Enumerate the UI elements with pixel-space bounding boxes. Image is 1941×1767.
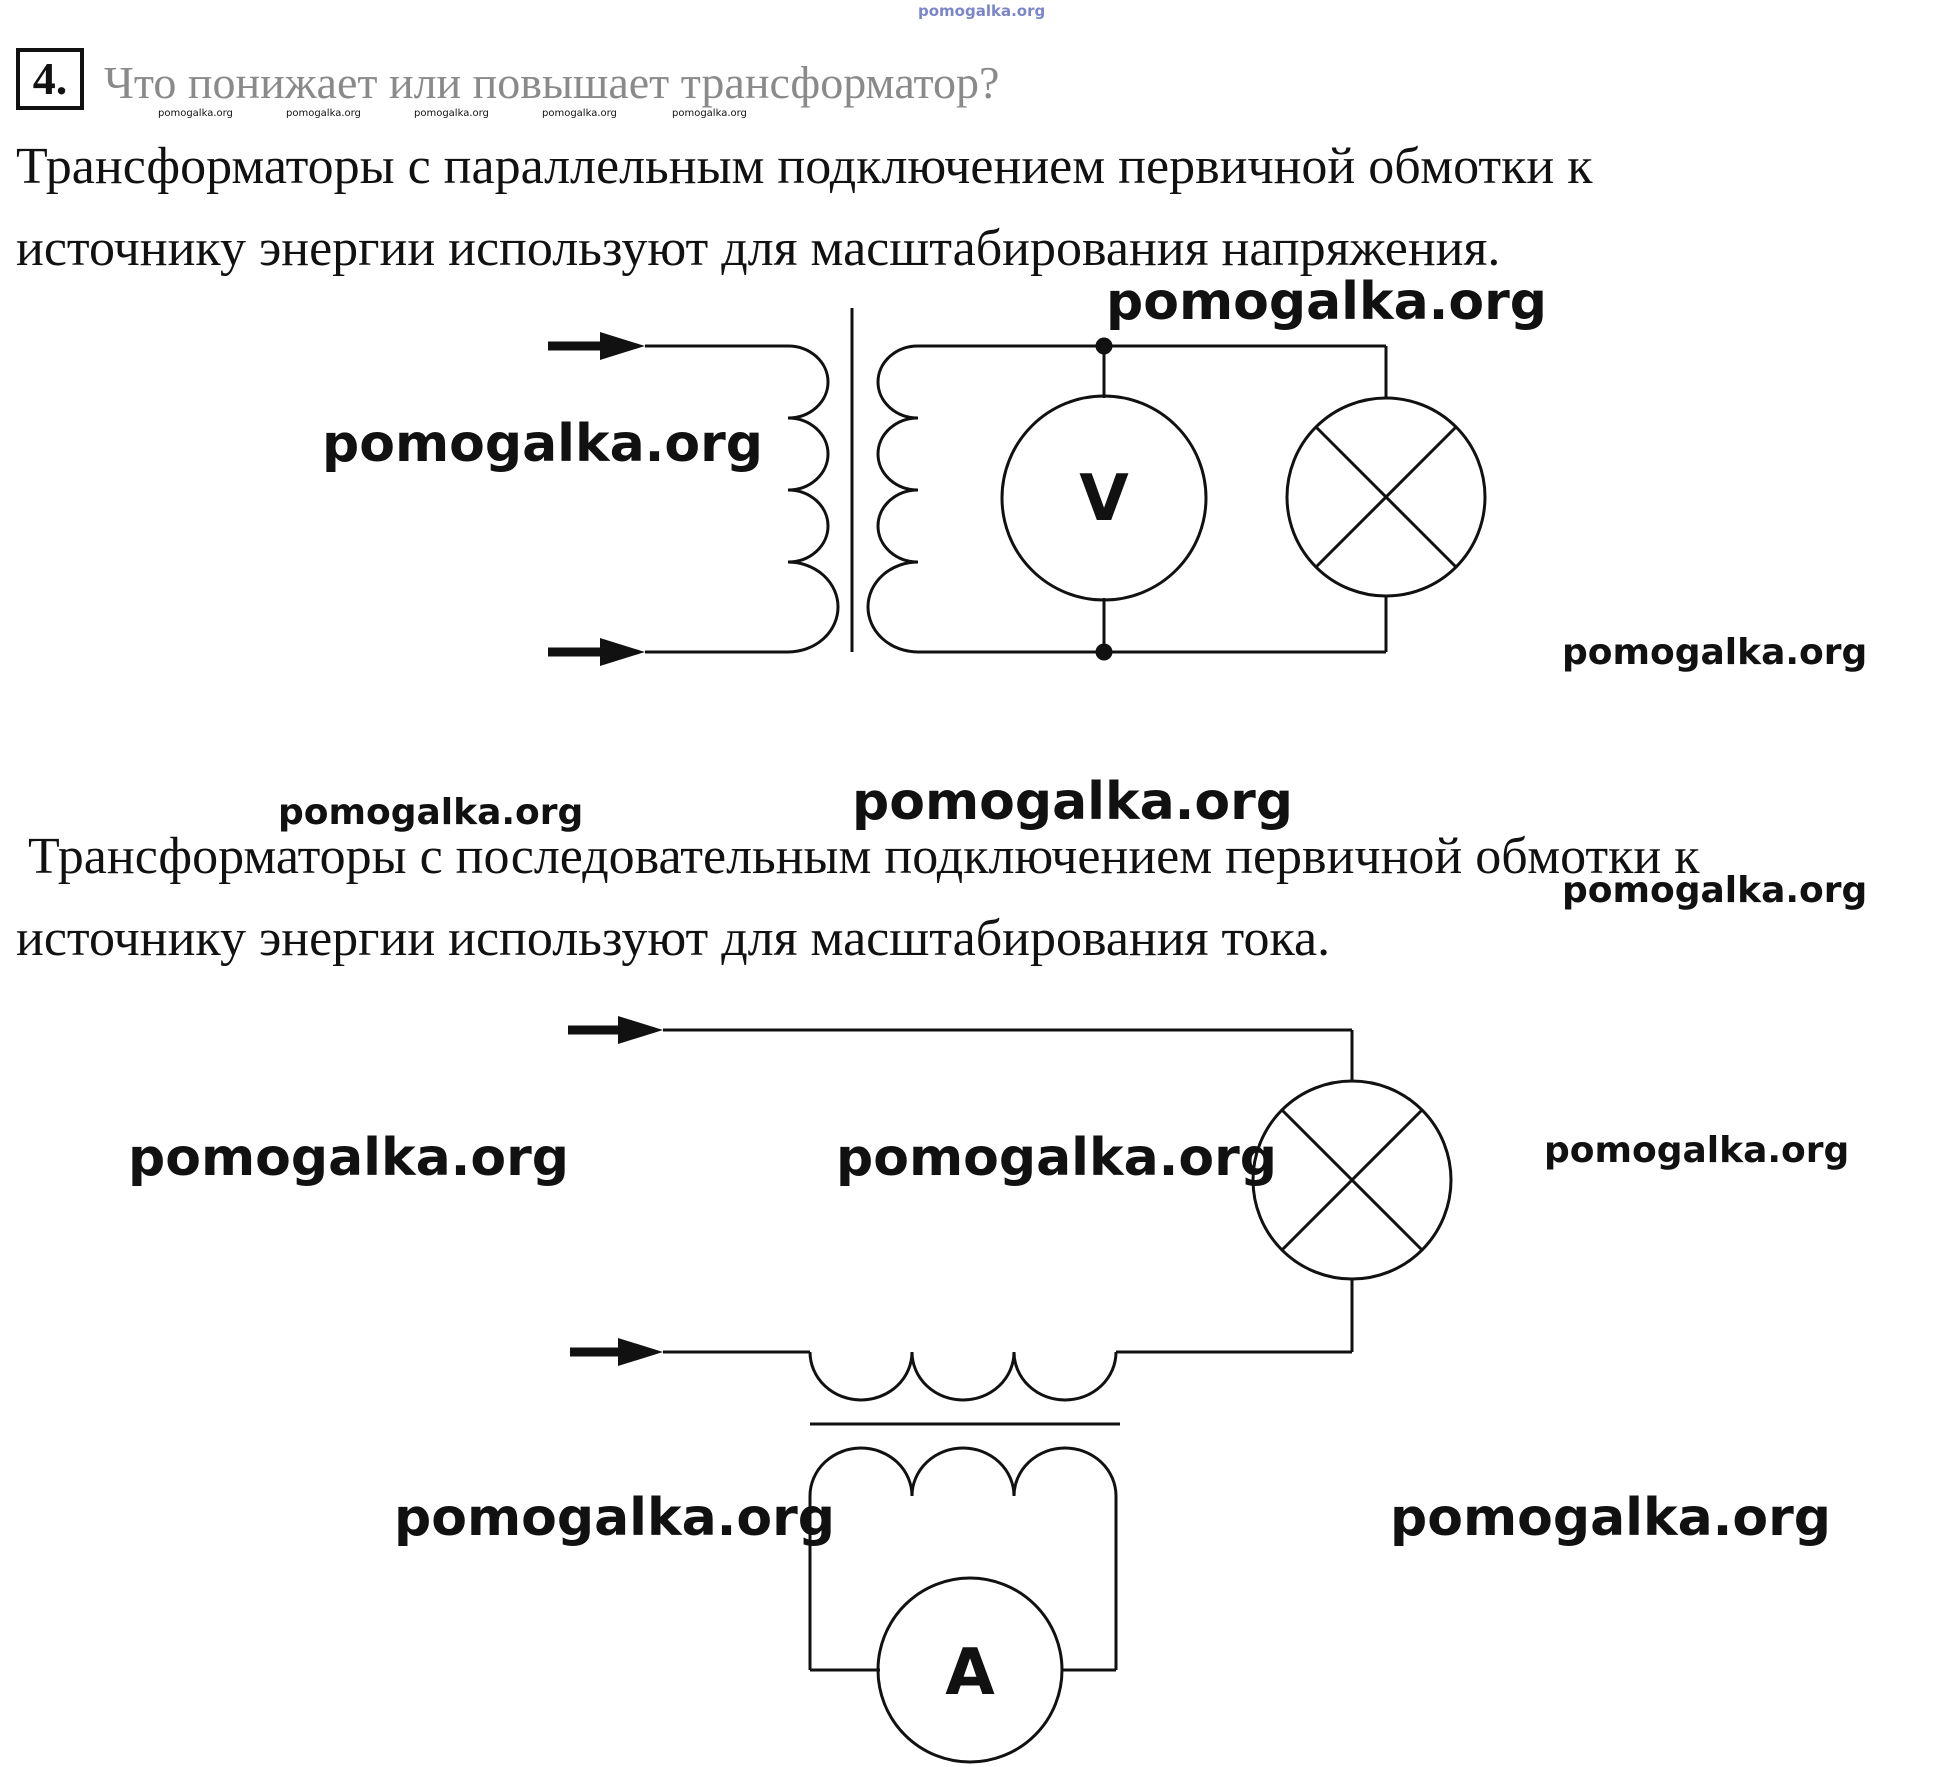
primary-winding <box>787 344 840 654</box>
input-arrow-top-head <box>618 1016 663 1044</box>
diagram-2-series-transformer <box>568 1016 1453 1764</box>
voltmeter <box>1000 394 1208 602</box>
watermark: pomogalka.org <box>128 1128 570 1188</box>
ammeter <box>876 1576 1064 1764</box>
input-arrow-top-head <box>600 332 645 360</box>
paragraph-1-line-1: Трансформаторы с параллельным подключени… <box>16 138 1593 195</box>
input-arrow-bottom-head <box>600 638 645 666</box>
paragraph-2-line-1: Трансформаторы с последовательным подклю… <box>28 828 1700 885</box>
watermark: pomogalka.org <box>1390 1488 1832 1548</box>
ammeter-label: A <box>945 1636 995 1710</box>
watermark: pomogalka.org <box>918 2 1046 20</box>
secondary-winding <box>808 1446 1118 1497</box>
question-text: Что понижает или повышает трансформатор? <box>104 57 1000 108</box>
watermark: pomogalka.org <box>322 414 764 474</box>
primary-winding <box>808 1351 1118 1402</box>
lamp-1 <box>1285 396 1487 598</box>
paragraph-1-line-2: источнику энергии используют для масштаб… <box>16 220 1501 277</box>
question-number: 4. <box>16 48 84 110</box>
watermark: pomogalka.org <box>1544 1130 1850 1171</box>
secondary-winding <box>866 344 919 654</box>
watermark: pomogalka.org <box>286 108 361 119</box>
junction-dot-top <box>1095 337 1113 355</box>
watermark: pomogalka.org <box>542 108 617 119</box>
lamp-1-cross-b <box>1314 425 1458 569</box>
paragraph-2-line-2: источнику энергии используют для масштаб… <box>16 910 1331 967</box>
watermark: pomogalka.org <box>672 108 747 119</box>
diagram-1-parallel-transformer <box>548 308 1487 666</box>
watermark: pomogalka.org <box>1562 632 1868 673</box>
watermark: pomogalka.org <box>836 1128 1278 1188</box>
voltmeter-label: V <box>1079 462 1129 536</box>
watermark: pomogalka.org <box>1562 870 1868 911</box>
watermark: pomogalka.org <box>852 772 1294 832</box>
watermark: pomogalka.org <box>1106 272 1548 332</box>
watermark: pomogalka.org <box>394 1488 836 1548</box>
watermark: pomogalka.org <box>158 108 233 119</box>
junction-dot-bottom <box>1095 643 1113 661</box>
lamp-2-cross-b <box>1280 1108 1424 1252</box>
watermark: pomogalka.org <box>414 108 489 119</box>
input-arrow-bottom-head <box>618 1338 663 1366</box>
watermark: pomogalka.org <box>278 792 584 833</box>
